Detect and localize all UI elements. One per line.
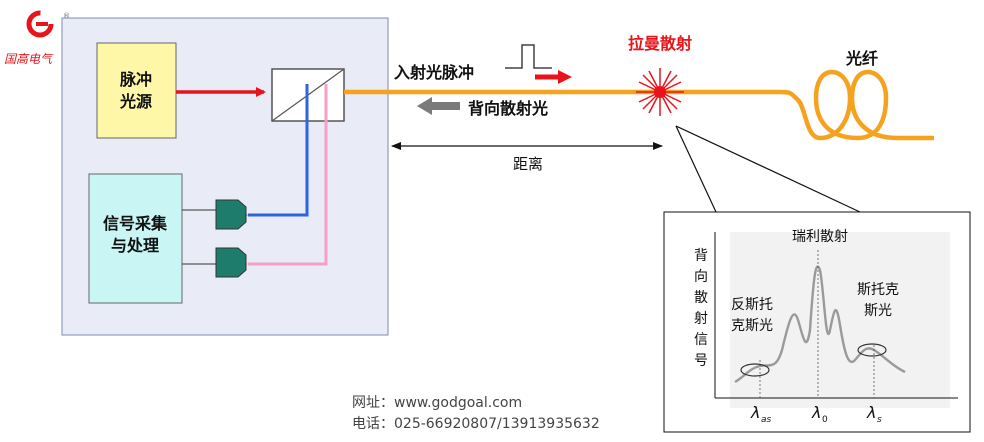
backscatter-arrow: [417, 97, 460, 115]
detector-2: [182, 247, 247, 278]
incident-pulse-label: 入射光脉冲: [394, 63, 474, 82]
lambda-symbol: λ: [866, 403, 876, 422]
callout-line-left: [675, 125, 717, 213]
lambda-as-label: λ as: [750, 403, 772, 425]
pulse-source-label-2: 光源: [119, 92, 152, 111]
stokes-label-2: 斯光: [864, 303, 892, 319]
stokes-label-1: 斯托克: [857, 282, 899, 298]
lambda-symbol: λ: [750, 403, 760, 422]
y-label-char: 背: [694, 248, 708, 264]
signal-processing-label-1: 信号采集: [103, 214, 168, 233]
anti-stokes-label-2: 克斯光: [731, 318, 773, 334]
stokes-ellipse: [857, 343, 887, 357]
distance-label: 距离: [513, 155, 543, 173]
y-label-char: 散: [694, 290, 708, 306]
spectrum-curve: [734, 265, 906, 384]
y-label-char: 信: [694, 332, 708, 348]
y-label-char: 号: [694, 353, 708, 369]
lambda-symbol: λ: [811, 403, 821, 422]
pink-return-path: [234, 84, 328, 270]
anti-stokes-label-1: 反斯托: [731, 297, 773, 313]
optical-fiber: [344, 69, 934, 141]
incident-arrow-head: [558, 70, 572, 84]
raman-scatter-burst: [636, 68, 684, 116]
signal-processing-label-2: 与处理: [111, 236, 159, 255]
phone-text: 电话：025-66920807/13913935632: [352, 416, 600, 432]
spectrum-inset: [663, 211, 971, 433]
lambda-0-label: λ 0: [811, 403, 828, 425]
detector-1: [182, 199, 247, 230]
anti-stokes-ellipse: [740, 363, 770, 377]
logo-text: 国高电气: [4, 52, 54, 66]
backscatter-label: 背向散射光: [468, 99, 548, 118]
y-label-char: 射: [694, 311, 708, 327]
lambda-subscript: s: [877, 415, 882, 425]
raman-scatter-label: 拉曼散射: [628, 34, 692, 53]
company-logo: ® 国高电气: [4, 10, 70, 66]
pulse-source-label-1: 脉冲: [119, 70, 152, 89]
blue-return-path: [234, 84, 309, 221]
website-text: 网址：www.godgoal.com: [352, 395, 522, 411]
lambda-subscript: 0: [822, 415, 828, 425]
signal-processing-box: [88, 173, 183, 304]
pulse-shape-icon: [505, 44, 552, 69]
pulse-source-box: [96, 42, 177, 139]
registered-mark: ®: [63, 12, 70, 20]
rayleigh-label: 瑞利散射: [792, 229, 848, 245]
callout-line-right: [675, 125, 861, 213]
lambda-s-label: λ s: [866, 403, 882, 425]
fiber-label: 光纤: [845, 49, 878, 68]
spectrum-y-label: 背 向 散 射 信 号: [694, 248, 708, 369]
y-label-char: 向: [694, 269, 708, 285]
lambda-subscript: as: [761, 415, 772, 425]
